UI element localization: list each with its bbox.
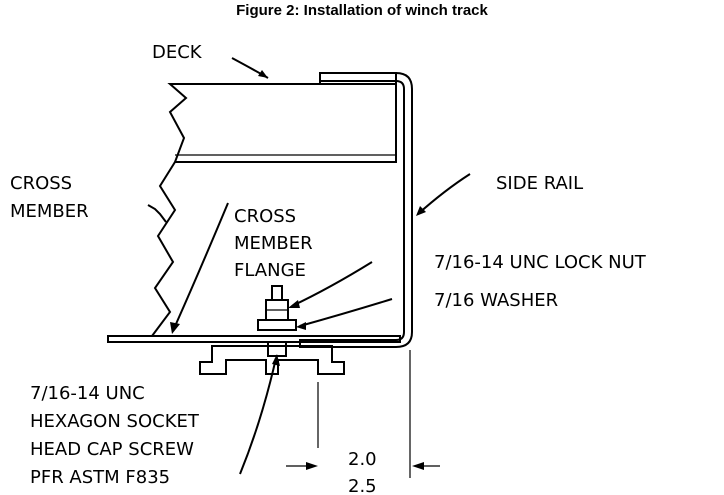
washer-label: 7/16 WASHER [434,290,558,311]
leader-lines [147,57,471,475]
cross-member [151,161,177,337]
washer [257,319,297,331]
deck-label: DECK [152,42,203,63]
bolt-assembly [257,285,297,357]
lock-nut-label: 7/16-14 UNC LOCK NUT [434,252,647,273]
winch-track [199,345,345,375]
socket-head [267,341,287,357]
cross-member-label-line1: CROSS [10,173,72,194]
cap-screw-label-line4: PFR ASTM F835 [30,467,170,488]
flange-label-line3: FLANGE [234,260,306,281]
cross-member-flange [107,335,401,343]
screw-tip [271,285,283,301]
dimension-lines [286,350,440,478]
flange-label-line2: MEMBER [234,233,313,254]
cap-screw-label-line1: 7/16-14 UNC [30,383,145,404]
cross-member-label-line2: MEMBER [10,201,89,222]
deck-board [167,72,397,163]
dimension-inner: 2.0 [348,449,377,470]
side-rail-label: SIDE RAIL [496,173,583,194]
figure-title: Figure 2: Installation of winch track [236,2,488,19]
cap-screw-label-line2: HEXAGON SOCKET [30,411,200,432]
cap-screw-label-line3: HEAD CAP SCREW [30,439,194,460]
dimension-outer: 2.5 [348,476,377,495]
flange-label-line1: CROSS [234,206,296,227]
side-rail [299,72,413,348]
